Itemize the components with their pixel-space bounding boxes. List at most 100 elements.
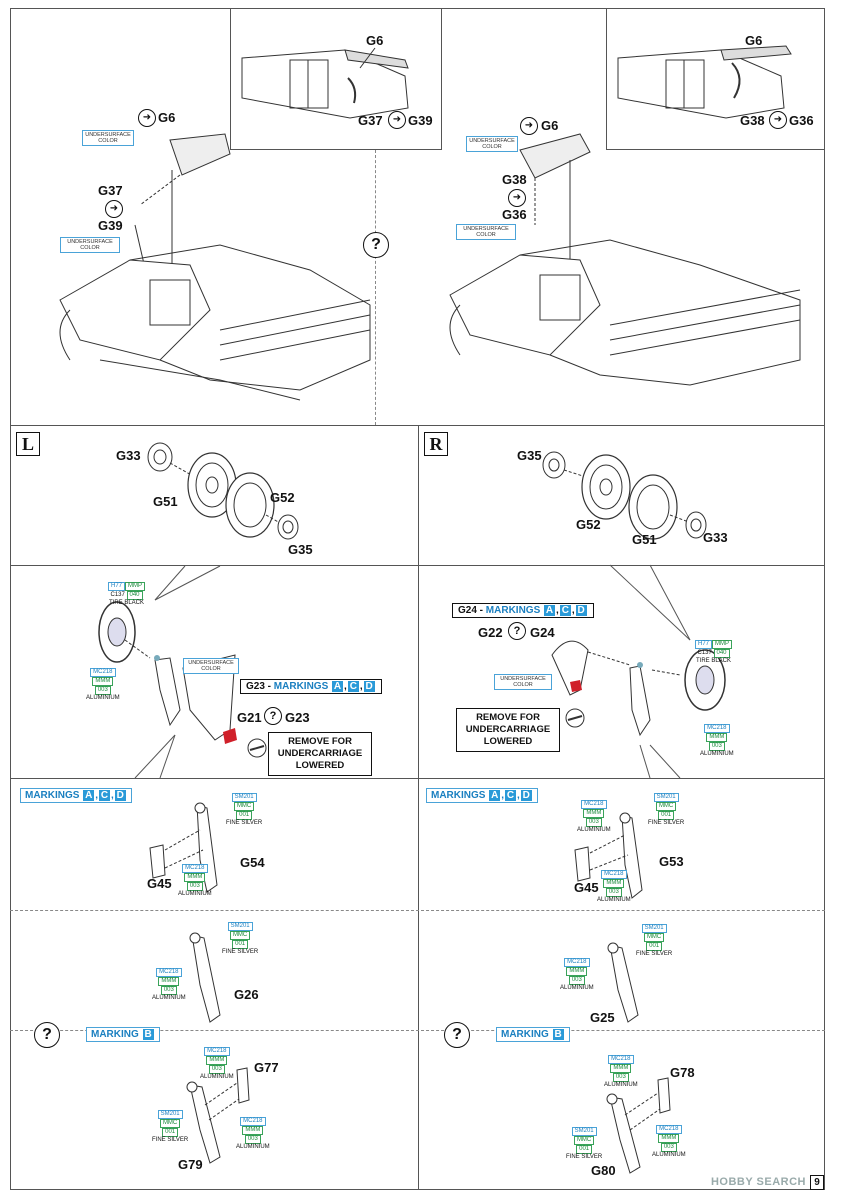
left-side-marker: L	[16, 432, 40, 456]
paint-tag-aluminium: MC218 MMM 003 ALUMINIUM	[200, 1047, 234, 1080]
marking-b-label: MARKING B	[86, 1027, 160, 1042]
label-g52: G52	[576, 517, 601, 532]
undersurface-color-tag: UNDERSURFACE COLOR	[494, 674, 552, 690]
install-arrow-icon: ➜	[138, 109, 156, 127]
label-g54: G54	[240, 855, 265, 870]
label-g51: G51	[632, 532, 657, 547]
undersurface-color-tag: UNDERSURFACE COLOR	[183, 658, 239, 674]
paint-tag-silver: SM201 MMC 001 FINE SILVER	[566, 1127, 603, 1160]
undersurface-color-tag: UNDERSURFACE COLOR	[456, 224, 516, 240]
left-strut-2-drawing	[189, 932, 221, 1023]
label-g38: G38	[502, 172, 527, 187]
label-g24: G24	[530, 625, 555, 640]
label-g23: G23	[285, 710, 310, 725]
label-g78: G78	[670, 1065, 695, 1080]
label-g26: G26	[234, 987, 259, 1002]
right-leg-door-drawing	[551, 640, 726, 737]
left-wheel-exploded-drawing	[147, 442, 299, 540]
paint-tag-silver: SM201 MMC 001 FINE SILVER	[648, 793, 685, 826]
inset-label-g6: G6	[366, 33, 384, 48]
divider	[10, 565, 825, 566]
undersurface-color-tag: UNDERSURFACE COLOR	[466, 136, 518, 152]
left-leg-door-drawing	[98, 601, 267, 758]
marking-b-label: MARKING B	[496, 1027, 570, 1042]
right-strut-2-drawing	[607, 942, 639, 1023]
paint-tag-hub: MC218 MMM 003 ALUMINIUM	[700, 724, 734, 757]
dashed-divider	[375, 150, 376, 425]
label-g51: G51	[153, 494, 178, 509]
divider	[10, 778, 825, 779]
label-g35: G35	[517, 448, 542, 463]
paint-tag-silver: SM201 MMC 001 FINE SILVER	[152, 1110, 189, 1143]
label-g6: G6	[158, 110, 176, 125]
label-g21: G21	[237, 710, 262, 725]
label-g36: G36	[502, 207, 527, 222]
remove-note: REMOVE FOR UNDERCARRIAGE LOWERED	[268, 732, 372, 776]
markings-acd-label: MARKINGS A,C,D	[20, 788, 132, 803]
label-g35: G35	[288, 542, 313, 557]
label-g79: G79	[178, 1157, 203, 1172]
paint-tag-aluminium: MC218 MMM 003 ALUMINIUM	[560, 958, 594, 991]
divider	[418, 425, 419, 1190]
paint-tag-aluminium: MC218 MMM 003 ALUMINIUM	[597, 870, 631, 903]
inset-box-right	[606, 8, 825, 150]
label-g45: G45	[147, 876, 172, 891]
g23-markings-bar: G23 - MARKINGS A,C,D	[240, 679, 382, 694]
install-arrow-icon: ➜	[388, 111, 406, 129]
left-strut-1-drawing	[149, 802, 218, 893]
remove-note: REMOVE FOR UNDERCARRIAGE LOWERED	[456, 708, 560, 752]
dashed-divider	[10, 1030, 825, 1031]
label-g52: G52	[270, 490, 295, 505]
install-arrow-icon: ➜	[105, 200, 123, 218]
inset-label-g37: G37	[358, 113, 383, 128]
label-g77: G77	[254, 1060, 279, 1075]
option-question-icon: ?	[34, 1022, 60, 1048]
label-g22: G22	[478, 625, 503, 640]
dashed-divider	[10, 910, 825, 911]
inset-label-g39: G39	[408, 113, 433, 128]
left-strut-3-drawing	[186, 1067, 250, 1164]
install-arrow-icon: ➜	[508, 189, 526, 207]
inset-label-g38: G38	[740, 113, 765, 128]
markings-acd-label: MARKINGS A,C,D	[426, 788, 538, 803]
watermark: HOBBY SEARCH	[710, 1176, 806, 1188]
option-question-icon: ?	[508, 622, 526, 640]
right-strut-3-drawing	[606, 1077, 671, 1174]
paint-tag-aluminium: MC218 MMM 003 ALUMINIUM	[236, 1117, 270, 1150]
inset-box-left	[230, 8, 442, 150]
option-question-icon: ?	[444, 1022, 470, 1048]
label-g53: G53	[659, 854, 684, 869]
inset-label-g6: G6	[745, 33, 763, 48]
undersurface-color-tag: UNDERSURFACE COLOR	[60, 237, 120, 253]
paint-tag-aluminium: MC218 MMM 003 ALUMINIUM	[604, 1055, 638, 1088]
paint-tag-hub: MC218 MMM 003 ALUMINIUM	[86, 668, 120, 701]
right-wheel-exploded-drawing	[542, 451, 707, 540]
undersurface-color-tag: UNDERSURFACE COLOR	[82, 130, 134, 146]
label-g37: G37	[98, 183, 123, 198]
inset-label-g36: G36	[789, 113, 814, 128]
paint-tag-aluminium: MC218 MMM 003 ALUMINIUM	[152, 968, 186, 1001]
g24-markings-bar: G24 - MARKINGS A,C,D	[452, 603, 594, 618]
label-g45: G45	[574, 880, 599, 895]
paint-tag-silver: SM201 MMC 001 FINE SILVER	[636, 924, 673, 957]
option-question-icon: ?	[264, 707, 282, 725]
install-arrow-icon: ➜	[520, 117, 538, 135]
inset-drawing-left	[241, 47, 409, 119]
label-g33: G33	[116, 448, 141, 463]
assembly-drawing-right	[449, 133, 801, 386]
page-number: 9	[810, 1175, 824, 1190]
right-strut-1-drawing	[574, 812, 643, 899]
option-question-icon: ?	[363, 232, 389, 258]
paint-tag-silver: SM201 MMC 001 FINE SILVER	[226, 793, 263, 826]
divider	[10, 425, 825, 426]
paint-tag-aluminium: MC218 MMM 003 ALUMINIUM	[178, 864, 212, 897]
inset-drawing-right	[617, 45, 792, 119]
install-arrow-icon: ➜	[769, 111, 787, 129]
label-g6: G6	[541, 118, 559, 133]
right-side-marker: R	[424, 432, 448, 456]
paint-tag-silver: SM201 MMC 001 FINE SILVER	[222, 922, 259, 955]
assembly-drawing-left	[59, 133, 371, 401]
label-g25: G25	[590, 1010, 615, 1025]
